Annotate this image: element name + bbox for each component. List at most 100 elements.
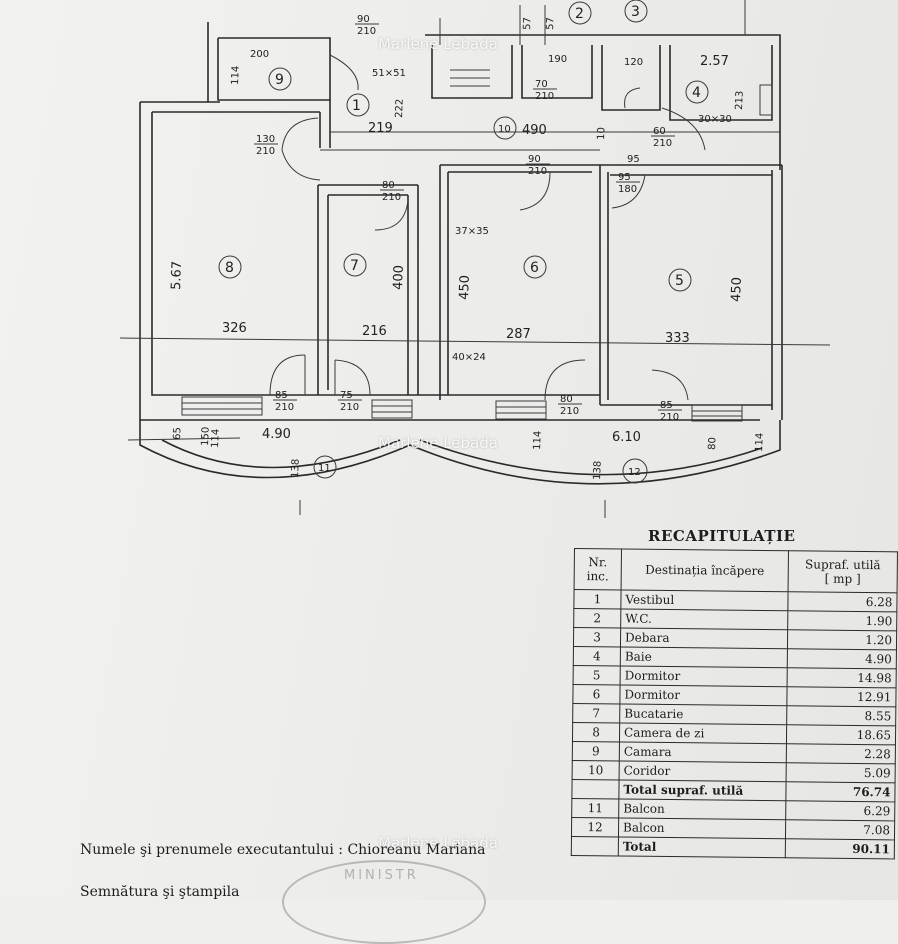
dim-114b: 114	[210, 429, 222, 448]
dim-65: 65	[172, 427, 183, 440]
recap-cell-val: 5.09	[786, 762, 896, 783]
door-label-door-80-210b-height: 210	[560, 406, 579, 417]
recap-header-area: Supraf. utilă[ mp ]	[788, 550, 898, 593]
room-num-9: 9	[275, 72, 284, 88]
dim-138b: 138	[592, 461, 604, 480]
room-num-1: 1	[352, 98, 361, 114]
marks: 51×51 37×35 40×24 30×30	[372, 68, 732, 363]
walls	[119, 22, 831, 421]
door-label-door-95-180-height: 180	[618, 184, 637, 195]
room-num-11: 11	[318, 463, 331, 474]
dimension-labels: 326 216 287 333 5.67 400 450 450 219 490…	[169, 17, 766, 480]
windows	[181, 396, 743, 422]
recap-cell-val: 7.08	[785, 819, 895, 840]
recap-title: RECAPITULAȚIE	[648, 527, 796, 545]
door-label-door-60-210-height: 210	[653, 138, 672, 149]
door-label-door-90-210b-width: 90	[528, 154, 541, 165]
recap-cell-nr	[571, 779, 620, 799]
dim-114c: 114	[532, 431, 544, 450]
dim-222: 222	[394, 99, 406, 118]
recap-cell-name: Total supraf. utilă	[618, 779, 787, 801]
room-num-10: 10	[498, 124, 511, 135]
recap-cell-nr: 12	[571, 817, 619, 837]
recap-cell-name: Coridor	[619, 760, 787, 782]
dim-10: 10	[596, 127, 607, 140]
dim-450a: 450	[457, 275, 473, 300]
mark-51x51: 51×51	[372, 68, 406, 79]
dim-257: 2.57	[700, 54, 729, 69]
recap-cell-name: Balcon	[618, 798, 786, 820]
room-num-5: 5	[675, 273, 684, 289]
recap-cell-name: Baie	[620, 646, 788, 668]
recap-cell-name: Camera de zi	[619, 722, 787, 744]
recap-cell-nr	[571, 836, 619, 856]
recap-cell-nr: 1	[573, 589, 622, 609]
recap-cell-val: 76.74	[785, 781, 896, 802]
recap-cell-nr: 10	[572, 760, 620, 780]
door-label-door-75-210-width: 75	[340, 390, 353, 401]
recap-table: Nr.inc. Destinația încăpere Supraf. util…	[571, 548, 898, 859]
door-label-door-90-210b-height: 210	[528, 166, 547, 177]
mark-30x30: 30×30	[698, 114, 732, 125]
stair-hatch	[450, 69, 773, 116]
dim-57b: 57	[545, 17, 556, 30]
signature-label: Semnătura şi ştampila	[80, 884, 240, 900]
door-label-door-90-210a-height: 210	[357, 26, 376, 37]
recap-cell-nr: 5	[573, 665, 621, 685]
dim-114d: 114	[754, 433, 766, 452]
dim-219: 219	[368, 121, 393, 136]
dim-567: 5.67	[169, 261, 185, 290]
recap-cell-nr: 2	[573, 608, 621, 628]
door-swings	[269, 54, 706, 401]
recap-cell-nr: 11	[571, 798, 619, 818]
recap-cell-nr: 8	[572, 722, 620, 742]
dim-216: 216	[362, 324, 387, 339]
room-num-3: 3	[631, 4, 640, 20]
door-label-door-90-210a-width: 90	[357, 14, 370, 25]
mark-37x35: 37×35	[455, 226, 489, 237]
room-num-2: 2	[575, 6, 584, 22]
door-label-door-85-210a-width: 85	[275, 390, 288, 401]
recap-cell-name: Total	[618, 836, 786, 858]
recap-cell-val: 6.28	[787, 591, 898, 612]
recap-cell-val: 14.98	[787, 667, 897, 688]
dim-213: 213	[734, 91, 746, 110]
recap-cell-nr: 7	[572, 703, 620, 723]
recap-cell-name: Debara	[620, 627, 788, 649]
door-label-door-130-210-width: 130	[256, 134, 275, 145]
dim-326: 326	[222, 321, 247, 336]
dim-610: 6.10	[612, 430, 641, 445]
recap-cell-val: 1.90	[787, 610, 897, 631]
door-label-door-85-210b-height: 210	[660, 412, 679, 423]
dim-200: 200	[250, 49, 269, 60]
dim-114: 114	[230, 66, 242, 85]
recap-cell-val: 1.20	[787, 629, 897, 650]
recap-cell-val: 2.28	[786, 743, 896, 764]
recap-cell-val: 18.65	[786, 724, 896, 745]
recap-cell-nr: 3	[573, 627, 621, 647]
door-label-door-75-210-height: 210	[340, 402, 359, 413]
dim-287: 287	[506, 327, 531, 342]
recap-cell-name: Dormitor	[620, 665, 788, 687]
door-label-door-130-210-height: 210	[256, 146, 275, 157]
room-num-8: 8	[225, 260, 234, 276]
door-label-door-80-210b-width: 80	[560, 394, 573, 405]
dim-80: 80	[707, 437, 718, 450]
recap-cell-name: Dormitor	[619, 684, 788, 706]
recap-cell-name: W.C.	[620, 608, 788, 630]
recap-cell-nr: 9	[572, 741, 620, 761]
recap-cell-name: Camara	[619, 741, 787, 763]
recap-header-name: Destinația încăpere	[621, 548, 789, 592]
floor-plan: 1 2 3 4 5 6 7 8 9 10 11 12 326	[119, 0, 831, 518]
door-label-door-70-210-width: 70	[535, 79, 548, 90]
recap-cell-val: 90.11	[785, 838, 895, 859]
stamp-text: MINISTR	[344, 868, 419, 883]
recap-cell-name: Balcon	[618, 817, 786, 839]
dim-333: 333	[665, 331, 690, 346]
door-label-door-85-210b-width: 85	[660, 400, 673, 411]
recap-cell-nr: 6	[572, 684, 621, 704]
stamp-seal: MINISTR	[282, 860, 486, 944]
door-labels: 9021013021080210902109518070210852107521…	[254, 14, 682, 423]
